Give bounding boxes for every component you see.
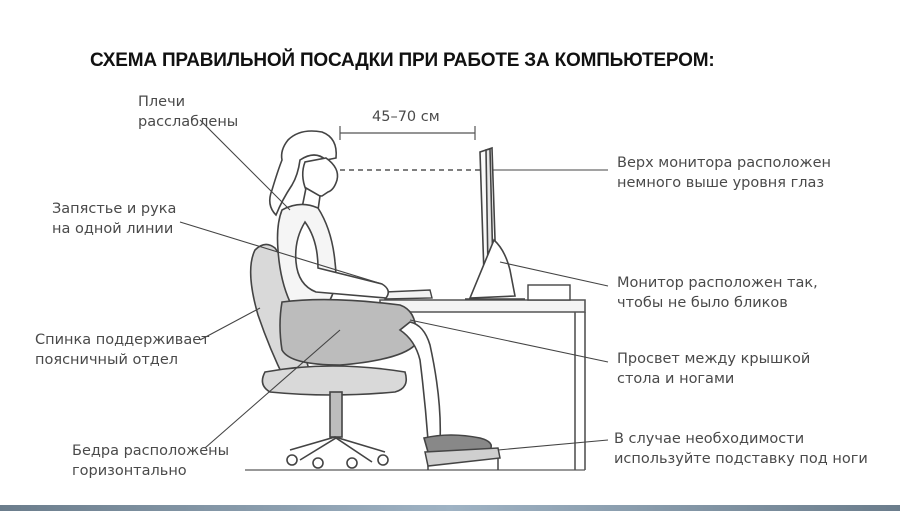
label-monitor-top: Верх монитора расположен немного выше ур… xyxy=(617,155,832,191)
leader-footrest xyxy=(497,439,609,451)
distance-label: 45–70 см xyxy=(372,109,440,125)
label-footrest: В случае необходимости используйте подст… xyxy=(614,431,868,467)
label-back: Спинка поддерживает поясничный отдел xyxy=(35,332,210,368)
bottom-accent-bar xyxy=(0,505,900,511)
keyboard xyxy=(384,289,433,300)
leader-hips xyxy=(204,329,341,449)
label-shoulders: Плечи расслаблены xyxy=(138,94,239,130)
distance-marker xyxy=(339,126,476,140)
footrest xyxy=(424,447,501,470)
leader-lines xyxy=(179,119,609,451)
label-gap: Просвет между крышкой стола и ногами xyxy=(617,351,811,387)
leader-shoulders xyxy=(199,119,291,211)
person xyxy=(268,130,493,453)
label-wrist: Запястье и рука на одной линии xyxy=(52,201,177,237)
page-title: СХЕМА ПРАВИЛЬНОЙ ПОСАДКИ ПРИ РАБОТЕ ЗА К… xyxy=(90,50,715,71)
label-hips: Бедра расположены горизонтально xyxy=(72,443,230,479)
leader-wrist xyxy=(179,221,383,285)
leader-gap xyxy=(409,319,609,363)
leader-back xyxy=(199,307,261,341)
monitor-box xyxy=(527,284,571,301)
label-monitor-glare: Монитор расположен так, чтобы не было бл… xyxy=(617,275,818,311)
leader-monitor-glare xyxy=(499,261,609,287)
monitor xyxy=(465,146,525,300)
